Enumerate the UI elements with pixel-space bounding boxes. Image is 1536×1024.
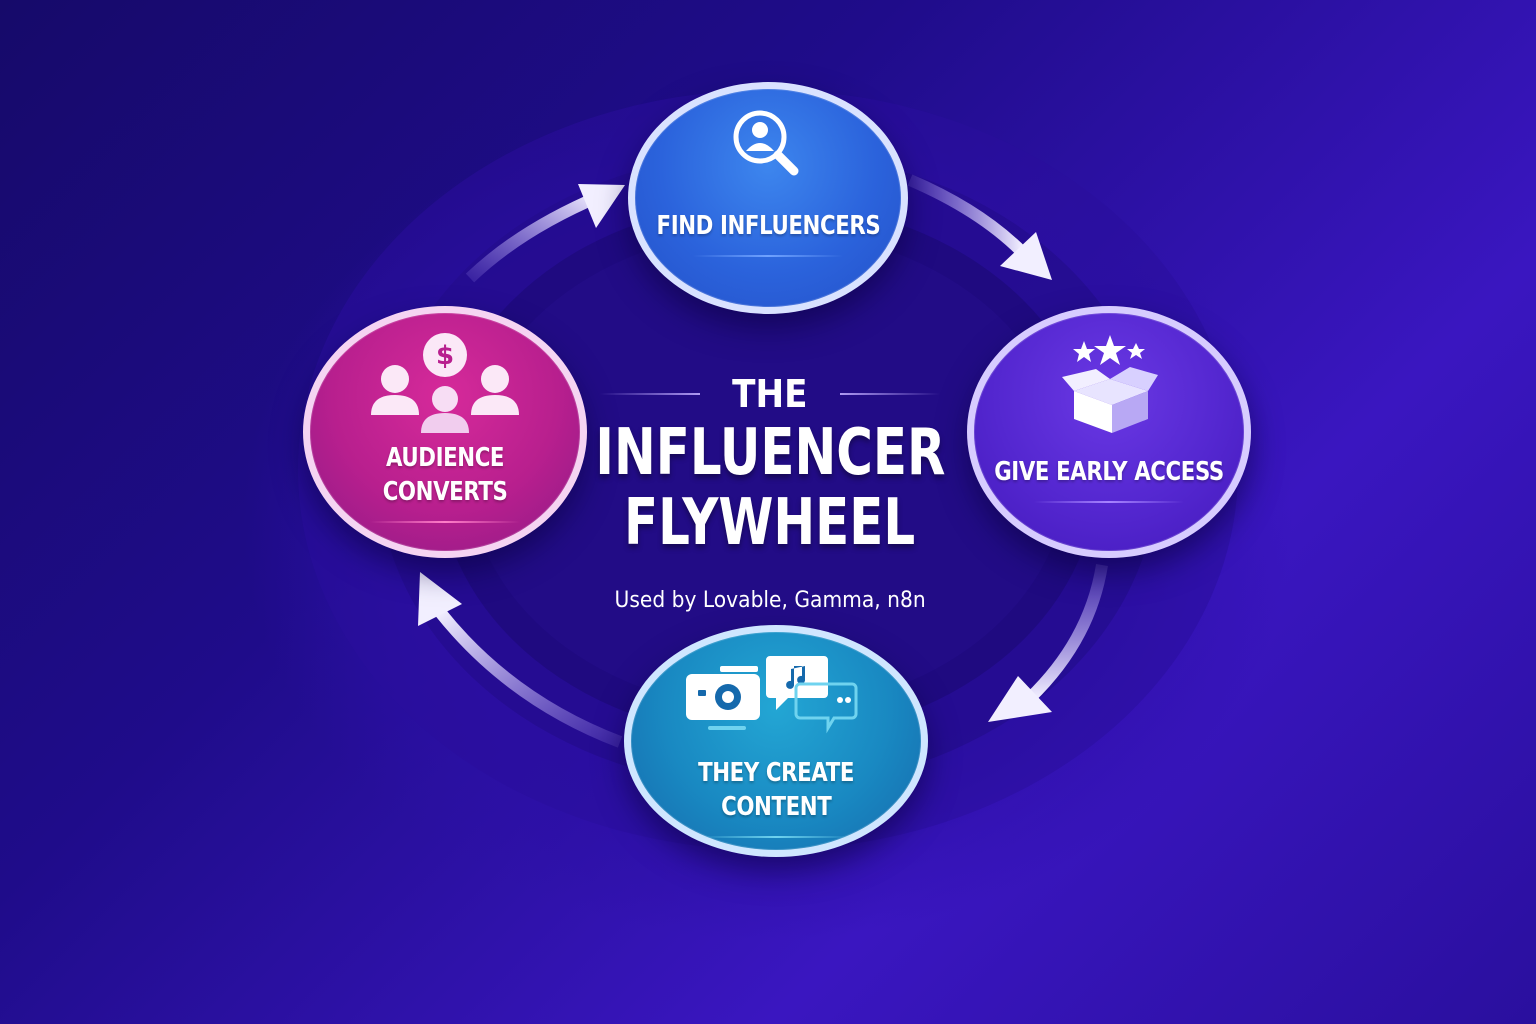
label-underline (1034, 501, 1184, 503)
title-the-row: THE (600, 372, 940, 416)
step-audience-converts: $ AUDIENCE CONVERTS (303, 306, 587, 558)
arrow-give-to-create (988, 564, 1108, 722)
subtitle: Used by Lovable, Gamma, n8n (614, 588, 926, 613)
step-label-line2: CONTENT (720, 792, 832, 822)
step-label-line1: AUDIENCE (385, 443, 505, 473)
step-give-early-access: GIVE EARLY ACCESS (967, 306, 1251, 558)
arrow-find-to-give (907, 174, 1052, 280)
svg-text:$: $ (436, 341, 454, 371)
step-label-line1: THEY CREATE (698, 758, 854, 788)
label-underline (693, 255, 843, 257)
label-underline (701, 836, 851, 838)
audience-dollar-icon: $ (371, 333, 519, 433)
magnifier-person-icon (733, 110, 799, 176)
center-title-block: THE INFLUENCER FLYWHEEL Used by Lovable,… (560, 360, 980, 613)
arrow-create-to-audience (418, 572, 623, 748)
step-find-influencers: FIND INFLUENCERS (628, 82, 908, 314)
label-underline (370, 521, 520, 523)
divider-left (600, 393, 701, 395)
step-label: FIND INFLUENCERS (656, 211, 880, 241)
arrow-audience-to-find (465, 184, 625, 283)
title-influencer: INFLUENCER (594, 416, 946, 490)
camera-music-chat-icon (686, 656, 858, 734)
divider-right (839, 393, 940, 395)
title-flywheel: FLYWHEEL (624, 486, 916, 560)
step-they-create-content: THEY CREATE CONTENT (624, 625, 928, 857)
title-the: THE (732, 372, 808, 416)
gift-box-stars-icon (1062, 335, 1158, 433)
step-label: GIVE EARLY ACCESS (994, 457, 1224, 487)
step-label-line2: CONVERTS (382, 477, 508, 507)
